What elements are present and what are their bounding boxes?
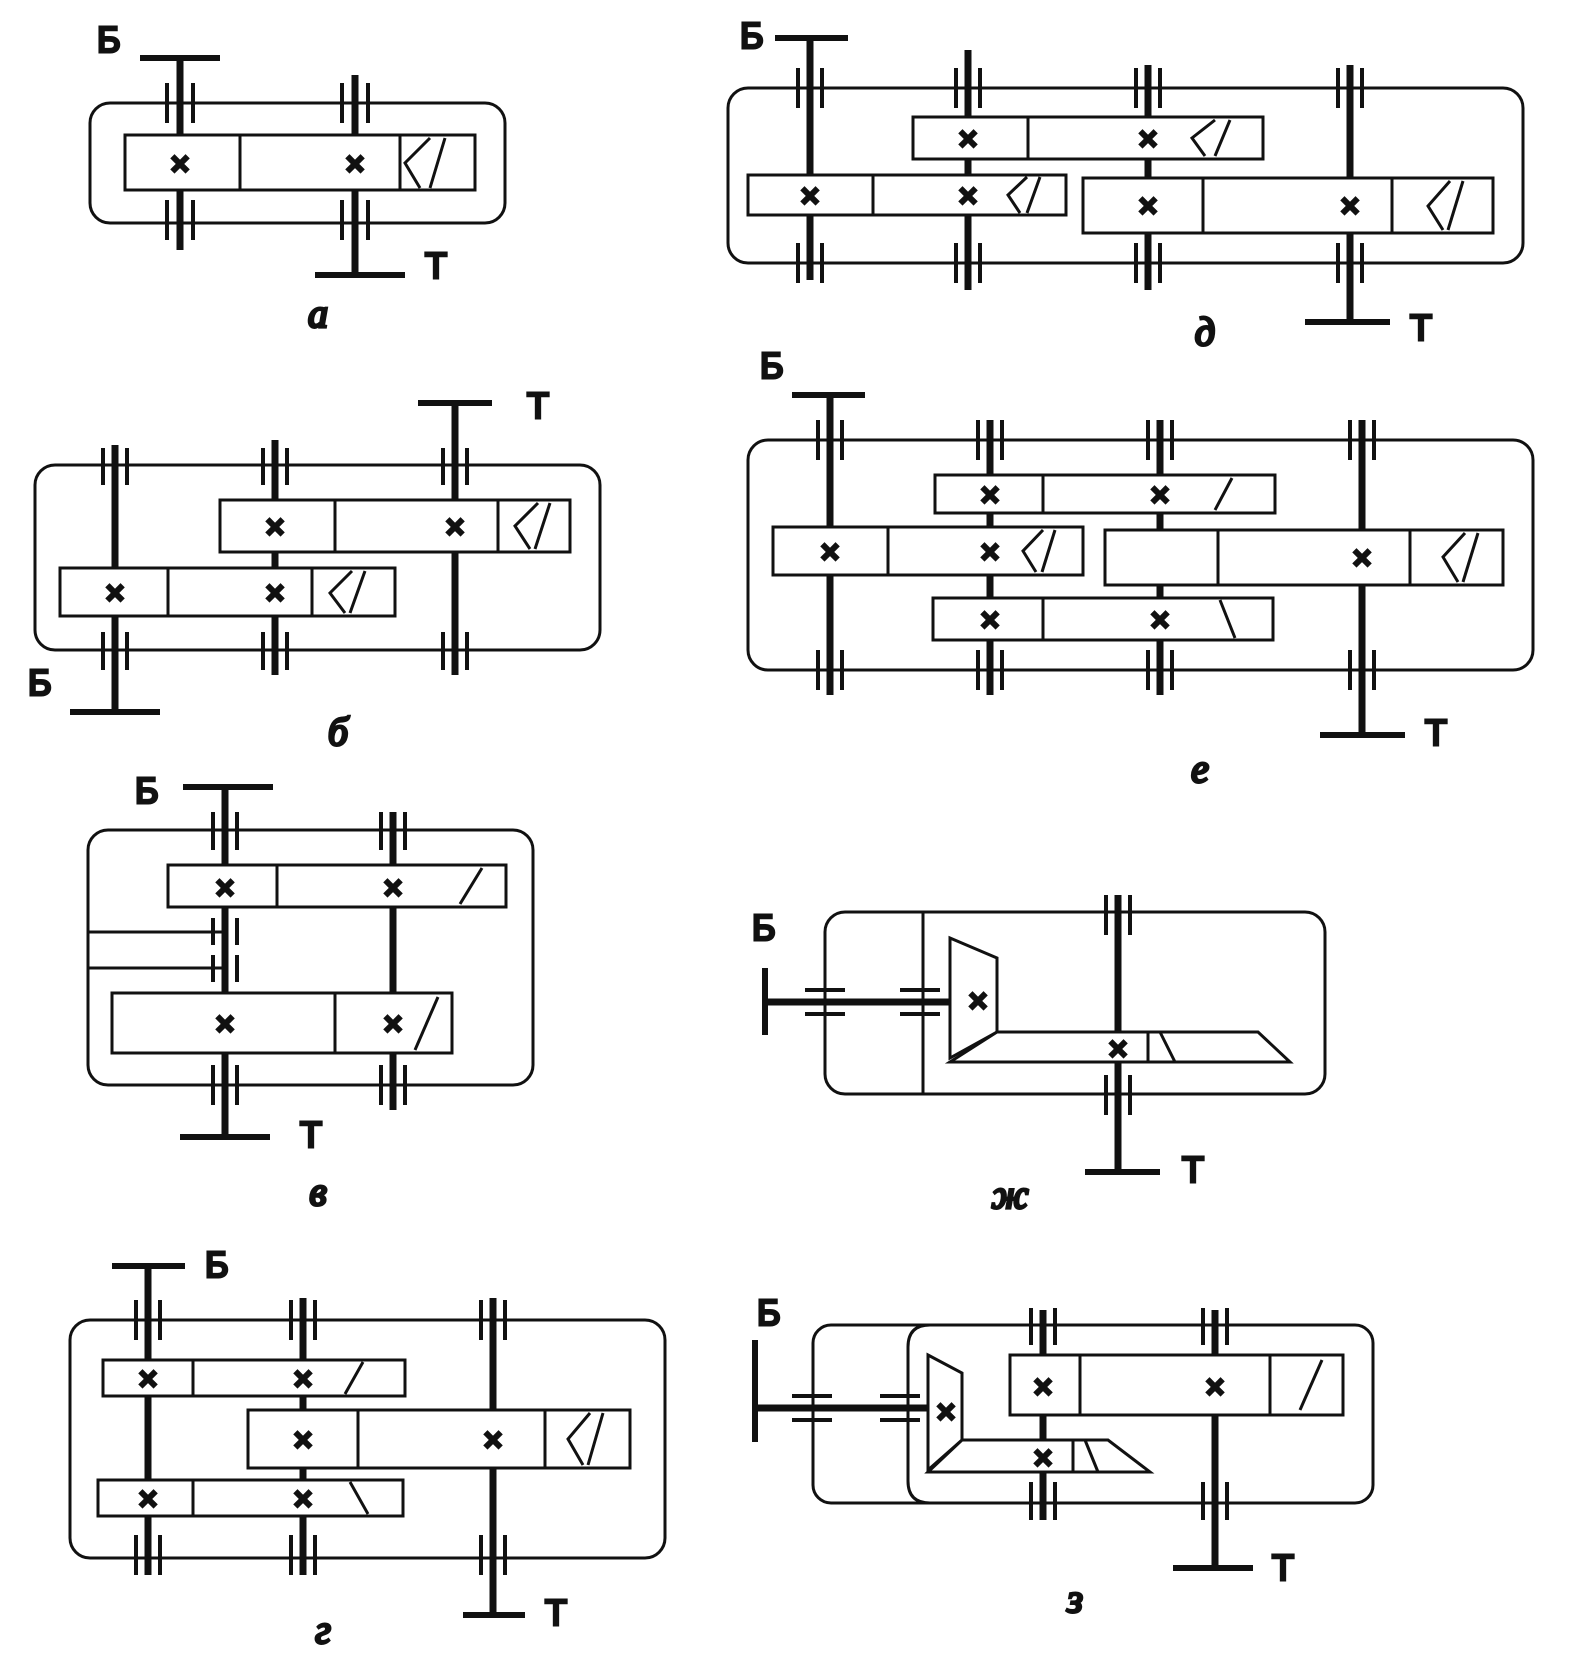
- scheme-e: × × × × × × × Б Т е: [746, 344, 1535, 793]
- inner-housing: [906, 1323, 931, 1505]
- gear-mark: ×: [1137, 124, 1159, 154]
- fast-shaft-label: Б: [740, 15, 764, 56]
- housing: [68, 1318, 667, 1560]
- caption-e: е: [1191, 746, 1209, 791]
- fast-shaft-label: Б: [760, 345, 784, 386]
- fast-shaft-label: Б: [135, 770, 159, 811]
- scheme-v: × × × × Б Т в: [86, 769, 535, 1216]
- slow-shaft-label: Т: [545, 1592, 567, 1633]
- gear-mark: ×: [979, 480, 1001, 510]
- fast-shaft-label: Б: [752, 907, 776, 948]
- slow-shaft-label: Т: [527, 385, 549, 426]
- gear-mark: ×: [344, 149, 366, 179]
- gear-mark: ×: [264, 578, 286, 608]
- slow-shaft-label: Т: [1272, 1547, 1294, 1588]
- gear-mark: ×: [979, 537, 1001, 567]
- gear-mark: ×: [957, 124, 979, 154]
- fast-shaft-label: Б: [757, 1292, 781, 1333]
- caption-d: д: [1195, 309, 1215, 354]
- fast-shaft-label: Б: [205, 1244, 229, 1285]
- gear-mark: ×: [1149, 480, 1171, 510]
- gear-mark: ×: [382, 873, 404, 903]
- housing: [88, 101, 507, 225]
- gear-mark: ×: [799, 181, 821, 211]
- housing: [726, 86, 1525, 265]
- housing: [33, 463, 602, 652]
- housing: [86, 828, 535, 1087]
- fast-shaft-label: Б: [28, 662, 52, 703]
- fast-shaft-label: Б: [97, 19, 121, 60]
- caption-g: г: [315, 1607, 331, 1652]
- outer-housing: [811, 1323, 1375, 1505]
- gear-mark: ×: [819, 537, 841, 567]
- scheme-zh: × × Б Т ж: [751, 895, 1327, 1219]
- housing: [746, 438, 1535, 672]
- caption-b: б: [328, 709, 350, 754]
- gear-mark: ×: [482, 1425, 504, 1455]
- scheme-g: × × × × × × Б Т г: [68, 1243, 667, 1654]
- gear-mark: ×: [137, 1364, 159, 1394]
- gear-mark: ×: [1137, 191, 1159, 221]
- gear-mark: ×: [1351, 543, 1373, 573]
- slow-shaft-label: Т: [300, 1114, 322, 1155]
- gear-mark: ×: [444, 512, 466, 542]
- scheme-b: × × × × Б Т б: [27, 384, 602, 756]
- scheme-d: × × × × × × Б Т д: [726, 14, 1525, 356]
- gear-mark: ×: [169, 149, 191, 179]
- gear-mark: ×: [292, 1425, 314, 1455]
- gear-mark: ×: [1339, 191, 1361, 221]
- caption-v: в: [309, 1169, 326, 1214]
- scheme-a: × × Б Т а: [88, 18, 507, 338]
- gear-mark: ×: [137, 1484, 159, 1514]
- gear-mark: ×: [1107, 1034, 1129, 1064]
- slow-shaft-label: Т: [1182, 1149, 1204, 1190]
- gear-mark: ×: [1149, 605, 1171, 635]
- slow-shaft-label: Т: [425, 245, 447, 286]
- scheme-z: × × × × Б Т з: [752, 1291, 1375, 1623]
- gear-mark: ×: [214, 1009, 236, 1039]
- gear-mark: ×: [979, 605, 1001, 635]
- caption-zh: ж: [991, 1172, 1028, 1217]
- gear-mark: ×: [104, 578, 126, 608]
- caption-a: а: [308, 291, 328, 336]
- gear-mark: ×: [382, 1009, 404, 1039]
- gear-mark: ×: [292, 1364, 314, 1394]
- slow-shaft-label: Т: [1425, 712, 1447, 753]
- gear-mark: ×: [957, 181, 979, 211]
- gear-mark: ×: [935, 1397, 957, 1427]
- gear-mark: ×: [292, 1484, 314, 1514]
- caption-z: з: [1066, 1576, 1083, 1621]
- gear-mark: ×: [1032, 1372, 1054, 1402]
- gear-mark: ×: [264, 512, 286, 542]
- slow-shaft-label: Т: [1410, 307, 1432, 348]
- gear-mark: ×: [214, 873, 236, 903]
- gear-mark: ×: [1032, 1443, 1054, 1473]
- bevel-wheel: [944, 1030, 1294, 1064]
- gear-mark: ×: [967, 986, 989, 1016]
- gear-mark: ×: [1204, 1372, 1226, 1402]
